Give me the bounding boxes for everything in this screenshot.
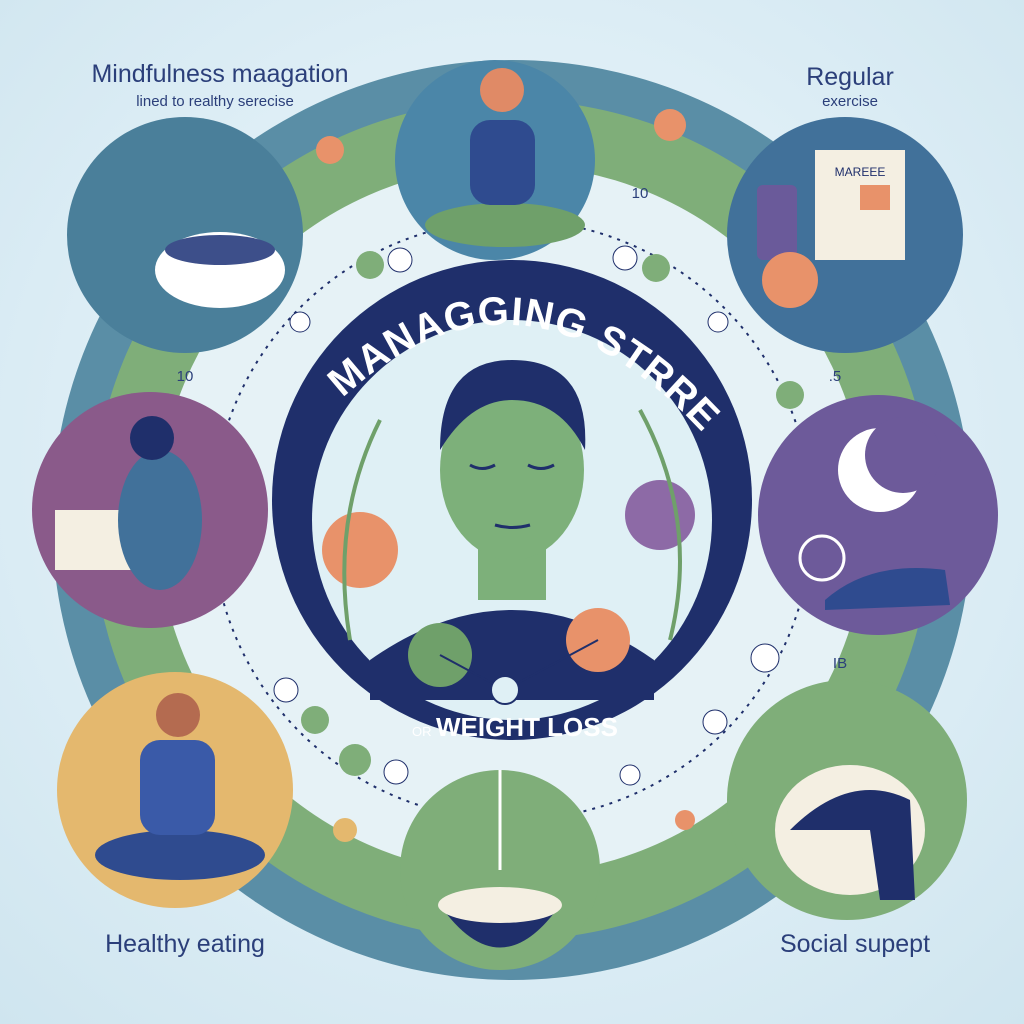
badge-icon [798,534,846,582]
number-left-mid: 10 [176,368,194,385]
eater-head [156,693,200,737]
orbit-dot [316,136,344,164]
person-mouth [494,523,531,529]
center-subtitle: OR WEIGHT LOSS [390,712,640,743]
person-eye-right [527,463,555,470]
person-eye-left [469,463,496,470]
label-social-support: Social supept [779,930,931,958]
orbit-dot [387,247,413,273]
connector-node [490,675,520,705]
center-subtitle-main: WEIGHT LOSS [435,712,618,742]
orbit-dot [273,677,299,703]
eater-legs [95,830,265,880]
purple-node-right [625,480,695,550]
label-regular: Regular [806,63,894,91]
journaler-head [130,416,174,460]
orbit-dot [702,709,728,735]
label-mindfulness: Mindfulness maagation [91,60,349,88]
meditator-legs [425,203,585,247]
orbit-dot [675,810,695,830]
label-mindfulness-sub: lined to realthy serecise [136,93,294,110]
label-exercise: exercise [822,93,878,110]
orbit-dot [619,764,641,786]
orbit-dot [707,311,729,333]
bottle [757,185,797,260]
hugging-arm [790,790,915,900]
sneaker [825,568,950,610]
orbit-dot [776,381,804,409]
orbit-dot [333,818,357,842]
orbit-dot [750,643,780,673]
bowl-contents [165,235,275,265]
orbit-dot [642,254,670,282]
orbit-dot [356,251,384,279]
peach-node-left [322,512,398,588]
meditator-head [480,68,524,112]
number-left-top: 10 [631,185,649,202]
food-bowl-top [438,887,562,923]
orbit-dot [301,706,329,734]
leaf-branch-right [638,409,682,641]
orange [762,252,818,308]
circle-mindfulness [67,117,303,353]
orbit-dot [289,311,311,333]
person-hair [440,360,586,450]
label-healthy-eating: Healthy eating [105,930,265,958]
orbit-dot [612,245,638,271]
orbit-dot [339,744,371,776]
journaler-body [118,450,202,590]
newspaper-heading: MAREEE [834,165,886,179]
meditator-torso [470,120,535,205]
newspaper-image [860,185,890,210]
eater-torso [140,740,215,835]
person-face [440,380,584,560]
orbit-dot [654,109,686,141]
number-right-low: IB [832,655,848,672]
moon-cut [865,417,941,493]
center-subtitle-prefix: OR [412,724,432,739]
number-right-mid: .5 [828,368,842,385]
orbit-dot [383,759,409,785]
leaf-branch-left [342,419,382,641]
